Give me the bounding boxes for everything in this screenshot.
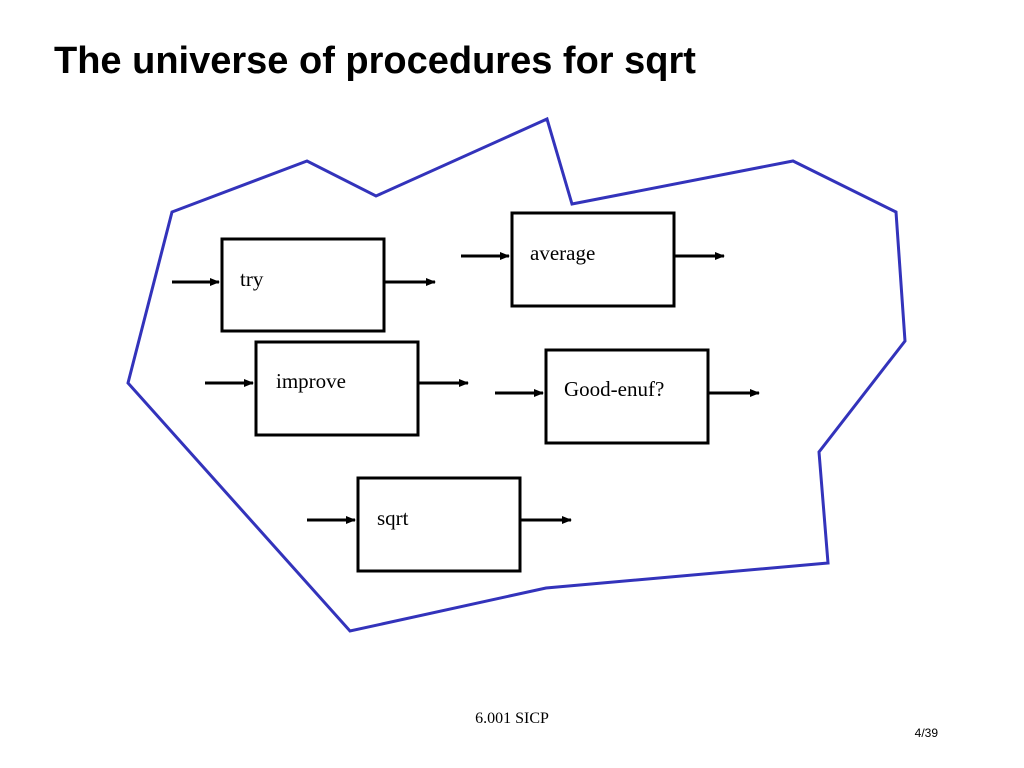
slide-footer: 6.001 SICP	[475, 710, 549, 727]
page-number: 4/39	[914, 726, 938, 740]
good-enuf-label: Good-enuf?	[564, 377, 664, 401]
universe-boundary	[126, 116, 907, 633]
procedure-average: average	[461, 211, 725, 308]
sqrt-box	[356, 476, 522, 573]
average-label: average	[530, 241, 595, 265]
procedure-good-enuf: Good-enuf?	[495, 348, 760, 445]
good-enuf-box	[544, 348, 710, 445]
slide-title: The universe of procedures for sqrt	[54, 40, 696, 82]
average-box	[510, 211, 676, 308]
sqrt-label: sqrt	[377, 506, 409, 530]
procedure-improve: improve	[205, 340, 469, 437]
try-box	[220, 237, 386, 333]
procedure-try: try	[172, 237, 436, 333]
try-label: try	[240, 267, 264, 291]
procedure-sqrt: sqrt	[307, 476, 572, 573]
improve-box	[254, 340, 420, 437]
improve-label: improve	[276, 369, 346, 393]
